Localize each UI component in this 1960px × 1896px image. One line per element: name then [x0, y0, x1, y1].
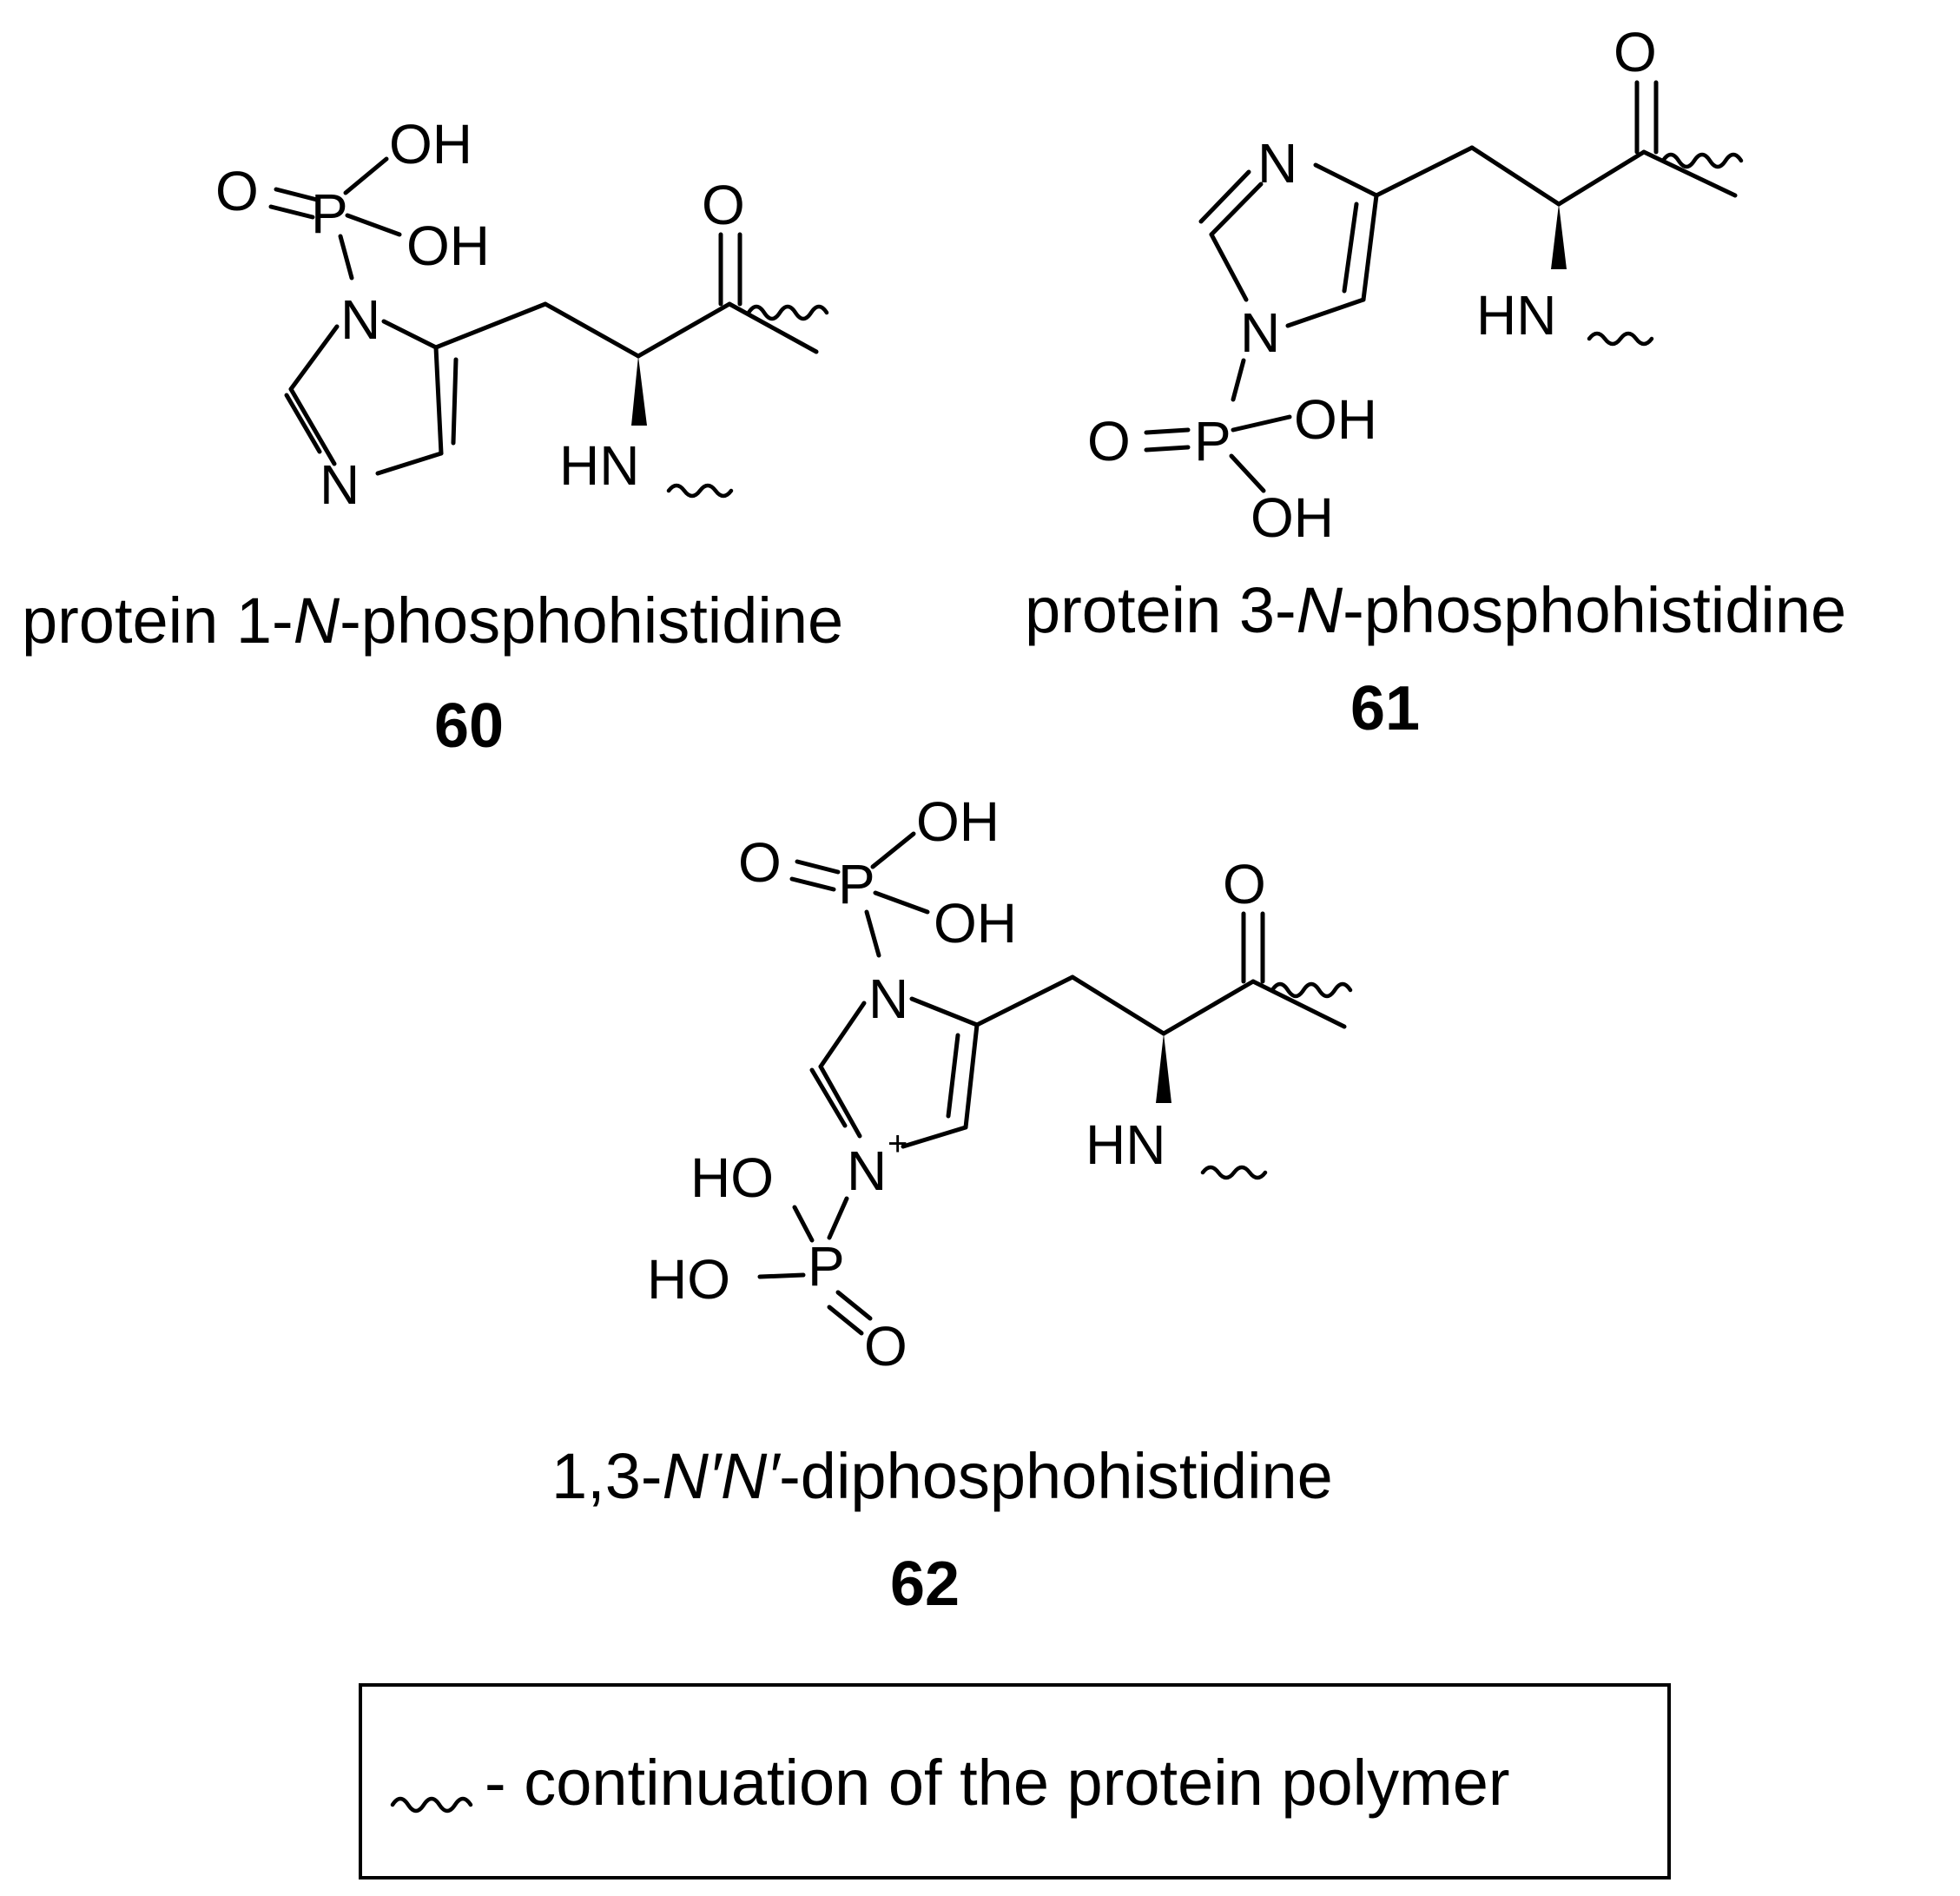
atom-o-60: O — [215, 160, 259, 222]
legend-text: - continuation of the protein polymer — [485, 1747, 1510, 1819]
atom-ho-62a: HO — [690, 1146, 774, 1209]
atom-oh-62b: OH — [934, 892, 1017, 955]
atom-o-62b: O — [864, 1315, 907, 1377]
atom-oh-61a: OH — [1294, 388, 1377, 451]
legend-box: - continuation of the protein polymer — [359, 1683, 1671, 1879]
wavy-bond-icon — [390, 1796, 473, 1813]
atom-hn-61: HN — [1476, 284, 1556, 347]
compound-number-61: 61 — [1350, 674, 1420, 743]
atom-n1-61: N — [1240, 301, 1280, 364]
compound-number-60: 60 — [434, 691, 504, 761]
structure-61: O N N HN O P OH OH — [1087, 21, 1744, 549]
atom-oh-60a: OH — [389, 113, 472, 175]
atom-hn-60: HN — [559, 434, 639, 497]
atom-o-carbonyl-61: O — [1614, 21, 1657, 83]
structure-60: O P OH OH N N O HN — [215, 113, 829, 516]
atom-hn-62: HN — [1086, 1113, 1165, 1176]
caption-61: protein 3-N-phosphohistidine — [1025, 574, 1846, 646]
atom-p-62b: P — [808, 1235, 845, 1298]
atom-p-60: P — [311, 182, 348, 245]
atom-n3-62: N — [847, 1140, 887, 1202]
atom-plus-62: + — [888, 1125, 907, 1163]
atom-p-61: P — [1194, 410, 1231, 472]
caption-60: protein 1-N-phosphohistidine — [22, 585, 843, 657]
atom-ho-62b: HO — [647, 1248, 730, 1311]
structure-62: O P OH OH N O HN N + HO HO P O — [647, 790, 1353, 1377]
atom-n3-61: N — [1257, 132, 1297, 195]
atom-oh-61b: OH — [1251, 486, 1334, 549]
atom-o-carbonyl-60: O — [702, 174, 745, 236]
atom-oh-62a: OH — [916, 790, 1000, 853]
atom-n3-60: N — [320, 453, 360, 516]
atom-n1-62: N — [868, 968, 908, 1030]
atom-p-62a: P — [838, 853, 875, 915]
caption-62: 1,3-N′N′-diphosphohistidine — [551, 1440, 1333, 1512]
atom-o-carbonyl-62: O — [1223, 853, 1266, 915]
atom-o-62a: O — [738, 831, 782, 894]
atom-n1-60: N — [340, 288, 380, 351]
atom-o-61: O — [1087, 410, 1131, 472]
atom-oh-60b: OH — [406, 215, 490, 277]
compound-number-62: 62 — [890, 1549, 960, 1619]
